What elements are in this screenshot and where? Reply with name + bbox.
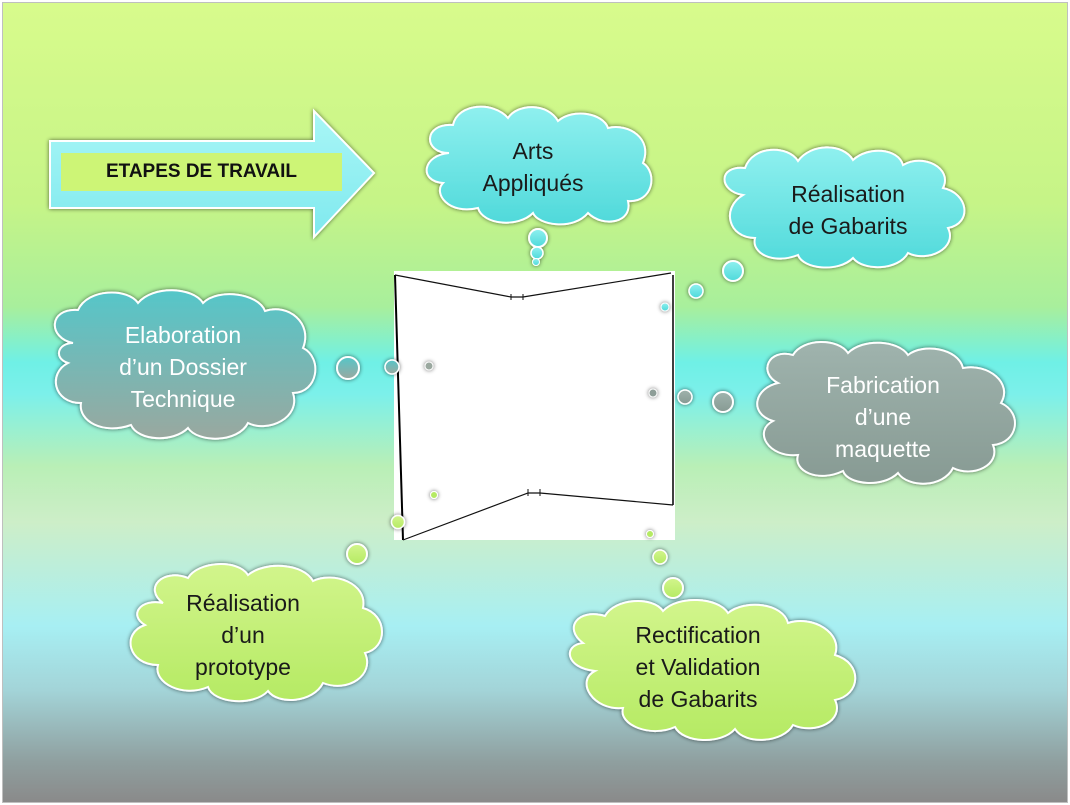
- label-maquette: Fabrication d’une maquette: [798, 369, 968, 465]
- label-prototype: Réalisation d’un prototype: [163, 587, 323, 683]
- cloud-prototype: [129, 491, 438, 703]
- label-line: Appliqués: [482, 170, 584, 196]
- label-line: Réalisation: [791, 181, 905, 207]
- page-title: ETAPES DE TRAVAIL: [61, 153, 342, 191]
- label-line: Arts: [512, 138, 554, 164]
- label-line: maquette: [835, 436, 931, 462]
- label-line: d’un Dossier: [119, 354, 247, 380]
- label-dossier: Elaboration d’un Dossier Technique: [83, 319, 283, 415]
- cloud-dossier: [53, 289, 434, 440]
- cloud-arts: [425, 105, 653, 266]
- label-line: Fabrication: [826, 372, 940, 398]
- label-arts: Arts Appliqués: [458, 135, 608, 199]
- label-line: de Gabarits: [638, 686, 758, 712]
- label-line: et Validation: [635, 654, 761, 680]
- cloud-maquette: [648, 341, 1016, 485]
- label-line: Rectification: [635, 622, 761, 648]
- center-image: [394, 271, 675, 541]
- label-line: Technique: [130, 386, 236, 412]
- label-line: d’un: [221, 622, 265, 648]
- label-line: Elaboration: [124, 322, 242, 348]
- label-line: prototype: [195, 654, 291, 680]
- diagram-canvas: [49, 105, 1016, 742]
- label-line: de Gabarits: [788, 213, 908, 239]
- label-gabarits: Réalisation de Gabarits: [763, 178, 933, 242]
- label-line: d’une: [854, 404, 912, 430]
- cloud-gabarits: [660, 146, 966, 312]
- label-line: Réalisation: [186, 590, 300, 616]
- label-validation: Rectification et Validation de Gabarits: [613, 619, 783, 715]
- cloud-validation: [568, 530, 857, 742]
